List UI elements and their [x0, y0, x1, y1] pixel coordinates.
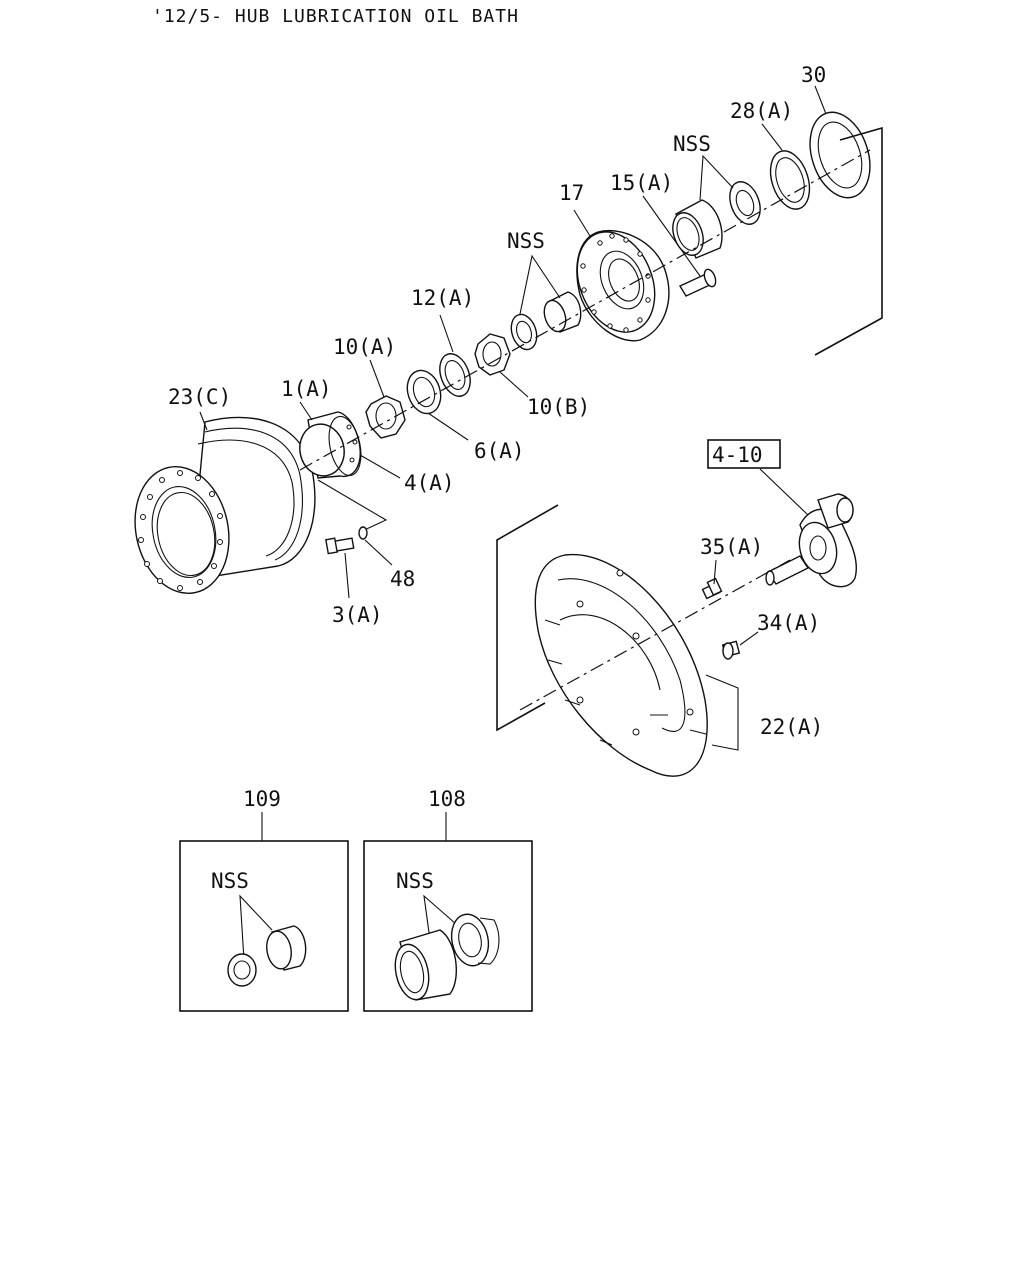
- hub-cap: [299, 411, 362, 479]
- assembly-axis: [299, 149, 871, 471]
- steering-knuckle: [765, 493, 857, 588]
- kit-109-box: [179, 840, 349, 1012]
- backing-plate: [534, 553, 708, 777]
- kit-108-box: [363, 840, 533, 1012]
- kit-109-cup: [266, 925, 307, 971]
- assembly-bracket: [814, 126, 883, 356]
- kit-108-cup: [394, 929, 457, 1001]
- ref-box-4-10: [707, 439, 781, 469]
- diagram-title: '12/5- HUB LUBRICATION OIL BATH: [152, 6, 519, 27]
- label-23c: 23(C): [168, 385, 231, 409]
- label-35a: 35(A): [700, 535, 763, 559]
- label-28a: 28(A): [730, 99, 793, 123]
- outer-bearing-cup: [672, 199, 723, 259]
- label-48: 48: [390, 567, 415, 591]
- abs-sensor-ring: [809, 111, 871, 199]
- label-10a: 10(A): [333, 335, 396, 359]
- label-nss-108: NSS: [396, 869, 434, 893]
- label-3a: 3(A): [332, 603, 383, 627]
- label-22a: 22(A): [760, 715, 823, 739]
- drain-plug: [721, 640, 741, 660]
- label-1a: 1(A): [281, 377, 332, 401]
- label-nss-mid: NSS: [507, 229, 545, 253]
- inner-bearing-cup: [543, 291, 582, 333]
- plate-bolt: [701, 577, 723, 600]
- washer: [358, 526, 368, 540]
- brake-drum: [134, 416, 316, 595]
- label-nss-109: NSS: [211, 869, 249, 893]
- toothed-washer: [439, 353, 471, 397]
- lock-nut-a: [365, 395, 406, 439]
- label-17: 17: [559, 181, 584, 205]
- label-10b: 10(B): [527, 395, 590, 419]
- lock-washer: [406, 369, 442, 415]
- drum-bolt-holes: [138, 470, 223, 591]
- label-4-10: 4-10: [712, 443, 763, 467]
- label-30: 30: [801, 63, 826, 87]
- label-108: 108: [428, 787, 466, 811]
- label-nss-top: NSS: [673, 132, 711, 156]
- oil-seal: [769, 150, 811, 210]
- outer-bearing-cone: [729, 181, 761, 225]
- label-109: 109: [243, 787, 281, 811]
- wheel-hub: [576, 230, 670, 342]
- label-6a: 6(A): [474, 439, 525, 463]
- inner-bearing-cone: [510, 313, 538, 351]
- plate-bracket: [496, 504, 559, 732]
- label-15a: 15(A): [610, 171, 673, 195]
- label-34a: 34(A): [757, 611, 820, 635]
- hub-bolt: [325, 537, 355, 555]
- hub-stud: [678, 268, 717, 297]
- kit-109-cone: [227, 953, 257, 987]
- label-12a: 12(A): [411, 286, 474, 310]
- label-4a: 4(A): [404, 471, 455, 495]
- lock-nut-b: [474, 333, 511, 376]
- kit-108-cone: [450, 913, 500, 967]
